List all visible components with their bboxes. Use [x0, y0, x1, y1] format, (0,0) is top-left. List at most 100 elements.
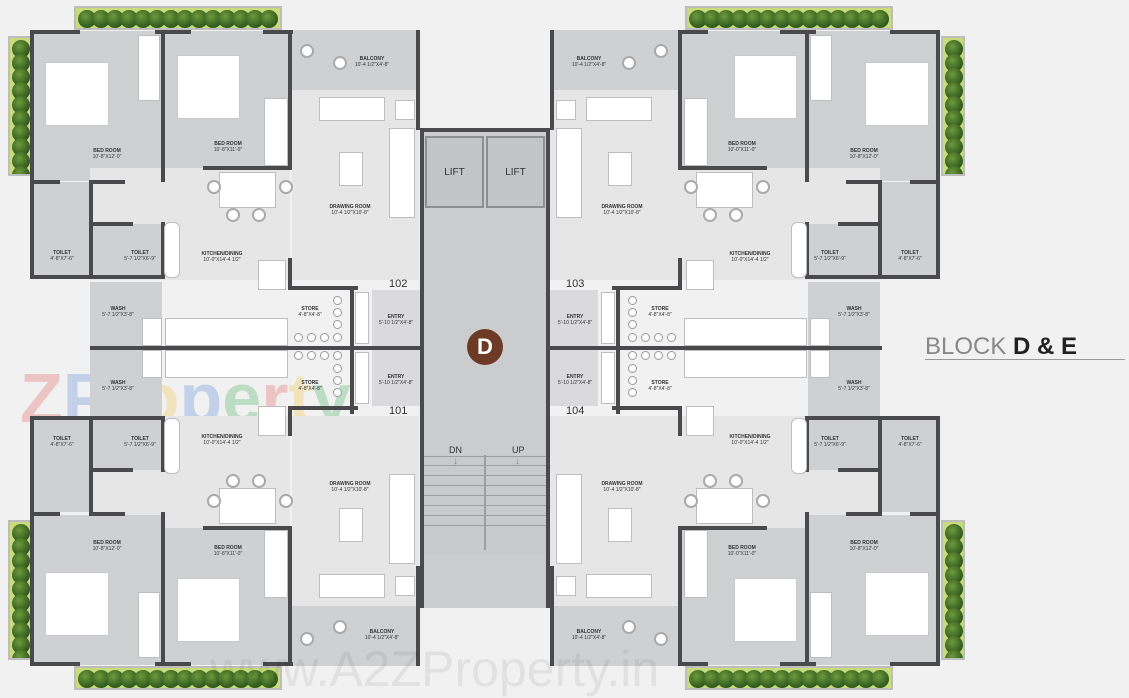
shrub-icon — [12, 580, 30, 598]
unit-number-103: 103 — [566, 278, 585, 290]
shrub-icon — [945, 166, 963, 174]
arrow-down-icon: ↓ — [453, 456, 458, 467]
room-dim: 5'-10 1/2"X4'-8" — [378, 320, 414, 326]
bed-icon — [177, 55, 240, 119]
shrub-icon — [120, 10, 138, 28]
shrub-icon — [717, 670, 735, 688]
room-name-bedroom: BED ROOM — [214, 141, 242, 147]
unit-number-102: 102 — [389, 278, 408, 290]
shrub-icon — [945, 594, 963, 612]
shrub-icon — [745, 10, 763, 28]
room-dim: 10'-8"X12'-0" — [849, 546, 879, 552]
room-name-store: STORE — [301, 380, 319, 386]
shrub-icon — [12, 524, 30, 542]
shrub-icon — [12, 54, 30, 72]
block-title-underline — [925, 359, 1125, 360]
shrub-icon — [204, 10, 222, 28]
toilet-103-a — [808, 224, 880, 276]
shrub-icon — [176, 670, 194, 688]
shrub-icon — [945, 152, 963, 170]
bed-icon — [45, 62, 109, 126]
room-dim: 10'-4 1/2"X4'-8" — [571, 635, 607, 641]
toilet-102-a — [33, 182, 91, 276]
shrub-icon — [689, 10, 707, 28]
block-title-prefix: BLOCK — [925, 333, 1007, 360]
shrub-icon — [801, 670, 819, 688]
room-dim: 5'-7 1/2"X3'-8" — [838, 312, 870, 318]
planter-right-bottom — [941, 520, 965, 660]
shrub-icon — [176, 10, 194, 28]
shrub-icon — [945, 40, 963, 58]
room-name-bedroom: BED ROOM — [850, 540, 878, 546]
room-name-toilet: TOILET — [53, 250, 71, 256]
shrub-icon — [945, 138, 963, 156]
shrub-icon — [745, 670, 763, 688]
shrub-icon — [12, 152, 30, 170]
room-dim: 10'-4 1/2"X10'-8" — [331, 210, 369, 216]
shrub-icon — [246, 10, 264, 28]
room-dim: 5'-10 1/2"X4'-8" — [557, 320, 593, 326]
entry-103 — [550, 290, 598, 346]
shrub-icon — [829, 10, 847, 28]
lift-2: LIFT — [486, 136, 545, 208]
room-dim: 10'-0"X14'-4 1/2" — [203, 440, 241, 446]
toilet-104-a — [808, 418, 880, 470]
room-name-drawing: DRAWING ROOM — [601, 204, 643, 210]
kitchen-counter — [684, 318, 807, 346]
room-dim: 4'-8"X7'-6" — [898, 256, 922, 262]
shrub-icon — [12, 68, 30, 86]
shrub-icon — [92, 670, 110, 688]
shrub-icon — [12, 608, 30, 626]
balcony-102 — [292, 30, 419, 90]
room-name-bedroom: BED ROOM — [850, 148, 878, 154]
room-dim: 10'-0"X14'-4 1/2" — [203, 257, 241, 263]
room-dim: 5'-7 1/2"X3'-8" — [102, 312, 134, 318]
shrub-icon — [148, 670, 166, 688]
room-dim: 10'-8"X12'-0" — [92, 546, 122, 552]
shrub-icon — [218, 10, 236, 28]
block-badge: D — [467, 329, 503, 365]
planter-top-right — [685, 6, 893, 30]
room-name-store: STORE — [651, 380, 669, 386]
room-name-kitchen: KITCHEN/DINING — [201, 434, 243, 440]
room-name-entry: ENTRY — [387, 374, 405, 380]
kitchen-counter — [165, 350, 288, 378]
shrub-icon — [759, 670, 777, 688]
room-name-toilet: TOILET — [131, 250, 149, 256]
toilet-101-a — [33, 418, 91, 512]
room-dim: 10'-4 1/2"X4'-8" — [364, 635, 400, 641]
room-dim: 10'-8"X12'-0" — [849, 154, 879, 160]
room-name-entry: ENTRY — [387, 314, 405, 320]
shrub-icon — [260, 10, 278, 28]
room-name-wash: WASH — [110, 306, 126, 312]
stairs-down-label: DN — [449, 445, 462, 455]
room-dim: 4'-8"X4'-8" — [298, 312, 322, 318]
bed-icon — [177, 578, 240, 642]
room-dim: 10'-0"X11'-0" — [727, 551, 757, 557]
dining-table-icon — [219, 172, 276, 208]
room-dim: 10'-0"X14'-4 1/2" — [731, 440, 769, 446]
watermark-url: www.A2ZProperty.in — [210, 641, 660, 697]
sofa-icon — [319, 97, 385, 121]
toilet-104-b — [882, 418, 940, 512]
bed-icon — [734, 578, 797, 642]
room-dim: 4'-8"X7'-6" — [50, 442, 74, 448]
planter-bottom-left — [74, 666, 282, 690]
shrub-icon — [12, 636, 30, 654]
shrub-icon — [12, 622, 30, 640]
shrub-icon — [12, 538, 30, 556]
shrub-icon — [871, 10, 889, 28]
lift-1: LIFT — [425, 136, 484, 208]
shrub-icon — [857, 10, 875, 28]
balcony-103 — [550, 30, 680, 90]
arrow-down-icon: ↓ — [515, 456, 520, 467]
room-name-toilet: TOILET — [821, 436, 839, 442]
room-dim: 10'-8"X12'-0" — [92, 154, 122, 160]
shrub-icon — [190, 670, 208, 688]
shrub-icon — [945, 636, 963, 654]
bed-icon — [45, 572, 109, 636]
toilet-102-b — [93, 224, 165, 276]
room-dim: 5'-7 1/2"X3'-8" — [102, 386, 134, 392]
shrub-icon — [945, 608, 963, 626]
room-name-balcony: BALCONY — [576, 629, 602, 635]
